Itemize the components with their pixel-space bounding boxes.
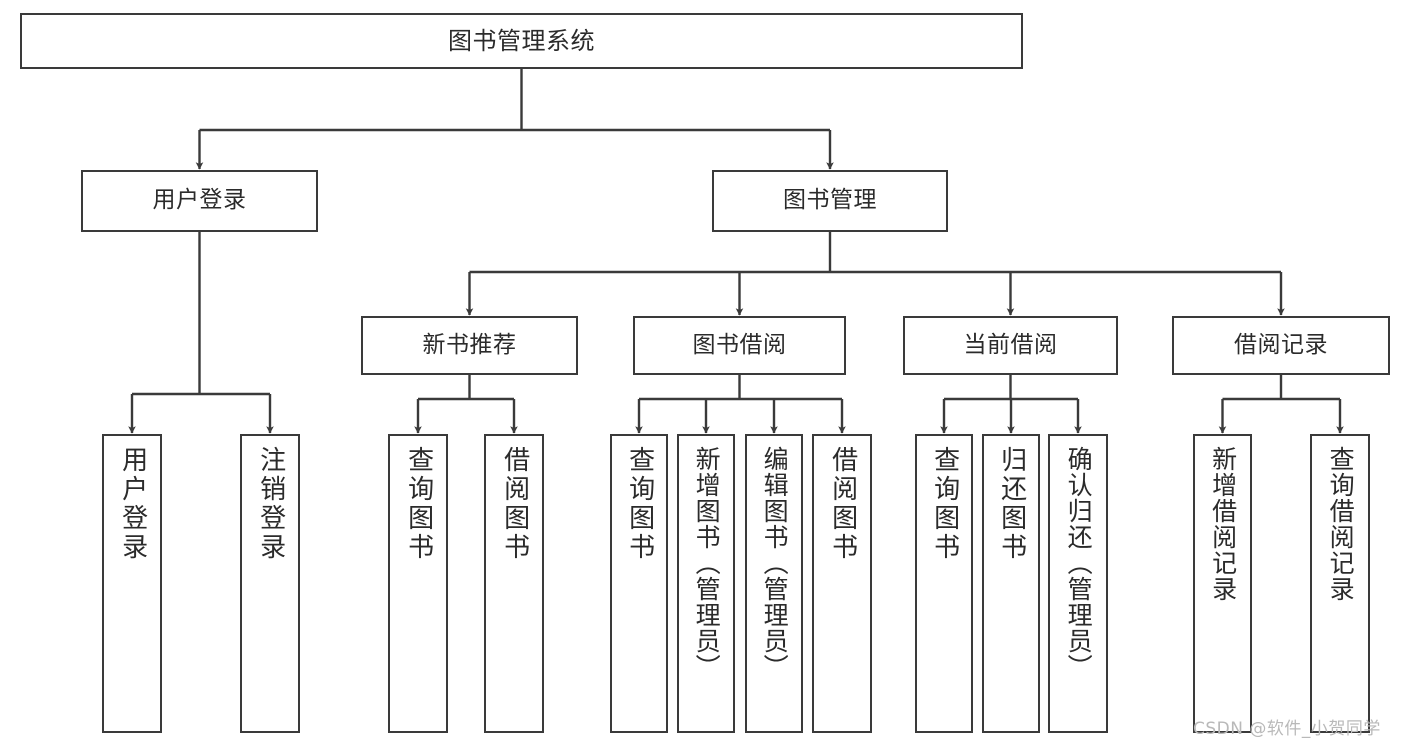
node-label: 当前借阅 — [963, 331, 1058, 358]
node-leaf-cb-return[interactable]: 归还图书 — [982, 434, 1040, 733]
node-root[interactable]: 图书管理系统 — [20, 13, 1023, 69]
node-leaf-nb-query[interactable]: 查询图书 — [388, 434, 448, 733]
node-current[interactable]: 当前借阅 — [903, 316, 1118, 375]
watermark-text: CSDN @软件_小贺同学 — [1193, 719, 1381, 739]
node-label: 新增借阅记录 — [1208, 446, 1238, 602]
node-label: 图书管理 — [783, 187, 877, 214]
node-leaf-user-login[interactable]: 用户登录 — [102, 434, 162, 733]
node-leaf-rc-query[interactable]: 查询借阅记录 — [1310, 434, 1370, 733]
node-leaf-bw-edit[interactable]: 编辑图书（管理员） — [745, 434, 803, 733]
node-leaf-bw-add[interactable]: 新增图书（管理员） — [677, 434, 735, 733]
node-label: 查询图书 — [929, 446, 960, 562]
node-leaf-cb-query[interactable]: 查询图书 — [915, 434, 973, 733]
node-label: 用户登录 — [117, 446, 148, 562]
node-label: 查询借阅记录 — [1326, 446, 1356, 602]
node-label: 归还图书 — [996, 446, 1027, 562]
node-leaf-rc-add[interactable]: 新增借阅记录 — [1193, 434, 1252, 733]
node-label: 编辑图书（管理员） — [760, 446, 790, 680]
node-leaf-nb-borrow[interactable]: 借阅图书 — [484, 434, 544, 733]
edge-layer — [128, 69, 1344, 434]
node-records[interactable]: 借阅记录 — [1172, 316, 1390, 375]
node-label: 用户登录 — [152, 187, 247, 214]
node-label: 查询图书 — [624, 446, 655, 562]
node-label: 注销登录 — [255, 446, 286, 562]
node-label: 查询图书 — [403, 446, 434, 562]
node-label: 借阅记录 — [1234, 331, 1328, 358]
node-label: 新书推荐 — [422, 331, 517, 358]
node-label: 借阅图书 — [827, 446, 858, 562]
node-label: 图书借阅 — [692, 331, 787, 358]
node-borrow[interactable]: 图书借阅 — [633, 316, 846, 375]
node-leaf-user-logout[interactable]: 注销登录 — [240, 434, 300, 733]
node-label: 确认归还（管理员） — [1064, 446, 1094, 680]
node-newbook[interactable]: 新书推荐 — [361, 316, 578, 375]
node-leaf-bw-query[interactable]: 查询图书 — [610, 434, 668, 733]
node-label: 借阅图书 — [499, 446, 530, 562]
node-leaf-cb-confirm[interactable]: 确认归还（管理员） — [1048, 434, 1108, 733]
node-bookmgmt[interactable]: 图书管理 — [712, 170, 948, 232]
node-label: 图书管理系统 — [448, 26, 595, 55]
node-label: 新增图书（管理员） — [692, 446, 722, 680]
node-leaf-bw-borrow[interactable]: 借阅图书 — [812, 434, 872, 733]
node-login[interactable]: 用户登录 — [81, 170, 318, 232]
